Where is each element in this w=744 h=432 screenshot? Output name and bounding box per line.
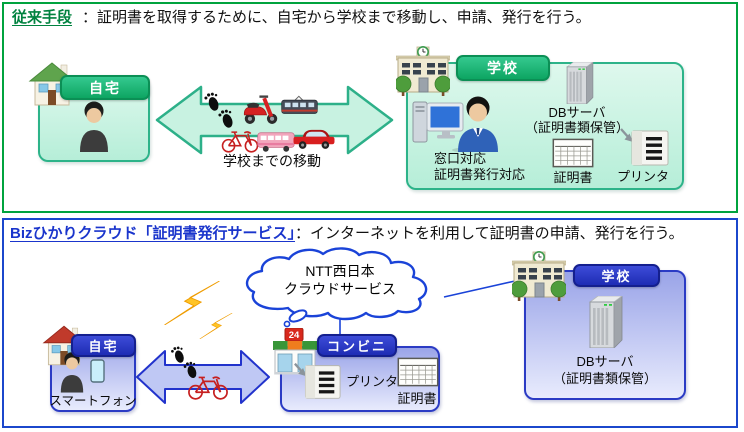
db-server-caption-bottom-line2: （証明書類保管）	[552, 371, 657, 386]
home-label-bottom: 自宅	[71, 334, 136, 357]
certificate-caption-bottom: 証明書	[397, 391, 437, 406]
home-label-top: 自宅	[60, 75, 150, 100]
cloud-caption-line1: NTT西日本	[305, 263, 375, 279]
home-label-top-text: 自宅	[89, 79, 121, 96]
db-server-caption-top-line1: DBサーバ	[548, 105, 606, 120]
counter-caption-line1: 窓口対応	[434, 151, 487, 166]
db-server-caption-bottom-line1: DBサーバ	[576, 354, 634, 369]
printer-caption-top: プリンタ	[616, 169, 669, 184]
convenience-label-text: コンビニ	[326, 339, 387, 354]
cloud-service-heading-keyword: Bizひかりクラウド「証明書発行サービス」	[10, 225, 296, 242]
person-smartphone-icon	[56, 351, 108, 393]
counter-caption-line2: 証明書発行対応	[434, 167, 526, 182]
home-label-bottom-text: 自宅	[88, 339, 119, 354]
school-label-bottom-text: 学校	[601, 269, 632, 284]
certificate-caption-top: 証明書	[553, 170, 593, 185]
school-label-top-text: 学校	[487, 60, 519, 76]
certificate-icon	[551, 138, 595, 168]
db-server-caption-top: DBサーバ （証明書類保管）	[506, 105, 648, 135]
db-server-icon-bottom	[586, 296, 626, 348]
printer-caption-bottom: プリンタ	[346, 374, 399, 389]
smartphone-caption: スマートフォン	[49, 394, 137, 408]
db-server-icon	[560, 62, 600, 104]
cloud-service-heading-rest: ：インターネットを利用して証明書の申請、発行を行う。	[295, 225, 684, 242]
travel-caption: 学校までの移動	[223, 153, 321, 169]
db-server-caption-top-line2: （証明書類保管）	[524, 120, 629, 135]
cloud-service-heading: Bizひかりクラウド「証明書発行サービス」：インターネットを利用して証明書の申請…	[10, 224, 684, 244]
school-label-top: 学校	[456, 55, 550, 81]
certificate-icon-bottom	[397, 357, 439, 387]
printer-icon-bottom	[292, 360, 342, 402]
traditional-heading-rest: ：証明書を取得するために、自宅から学校まで移動し、申請、発行を行う。	[82, 9, 591, 26]
school-building-icon-bottom	[512, 247, 566, 303]
school-building-icon	[396, 42, 450, 98]
traditional-heading-keyword: 従来手段	[12, 9, 73, 26]
convenience-label: コンビニ	[317, 334, 397, 357]
cloud-caption-line2: クラウドサービス	[284, 281, 396, 297]
school-label-bottom: 学校	[573, 264, 660, 287]
db-server-caption-bottom: DBサーバ （証明書類保管）	[528, 353, 682, 387]
counter-caption: 窓口対応 証明書発行対応	[434, 151, 525, 183]
traditional-heading: 従来手段 ：証明書を取得するために、自宅から学校まで移動し、申請、発行を行う。	[12, 8, 591, 28]
cloud-caption: NTT西日本 クラウドサービス	[252, 262, 428, 298]
clerk-computer-icon	[412, 94, 502, 152]
person-icon	[74, 98, 114, 154]
